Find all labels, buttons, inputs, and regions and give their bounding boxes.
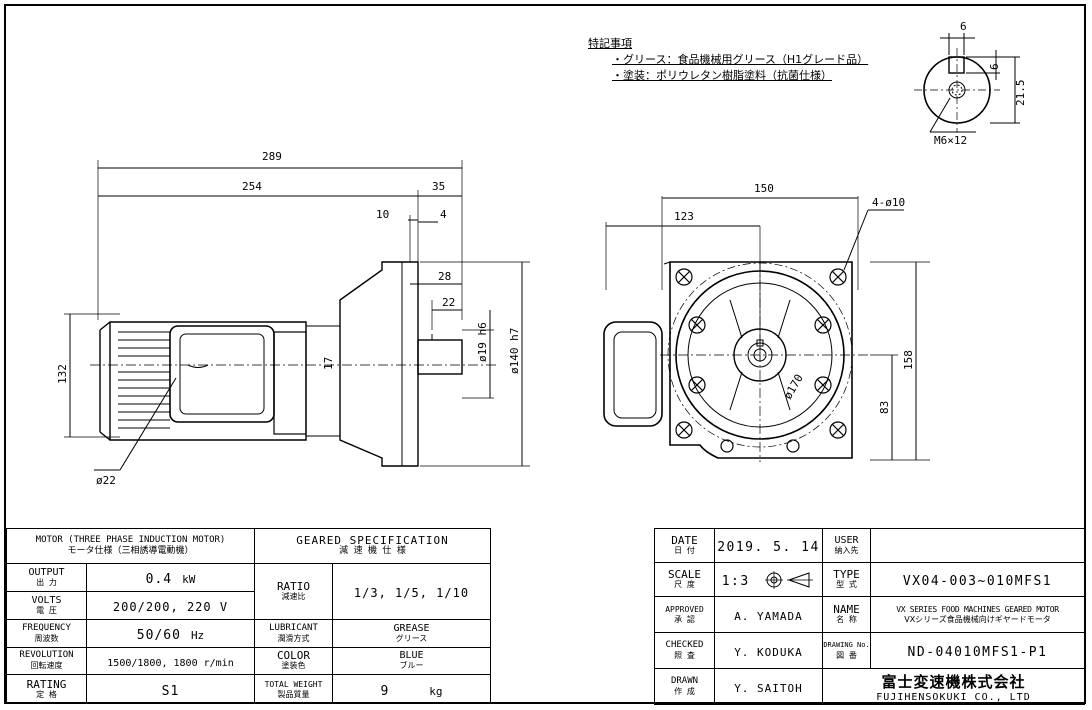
drawn-value: Y. SAITOH: [714, 668, 823, 705]
date-value: 2019. 5. 14: [714, 528, 823, 563]
front-view: [603, 196, 930, 462]
shaft-detail-view: [914, 33, 1020, 133]
revolution-value: 1500/1800, 1800 r/min: [86, 646, 255, 676]
type-value: VX04-003~010MFS1: [870, 562, 1085, 597]
checked-value: Y. KODUKA: [714, 632, 823, 669]
drawing-border: [4, 4, 1086, 704]
geared-header: GEARED SPECIFICATION 減 速 機 仕 様: [253, 527, 492, 565]
rating-value: S1: [86, 674, 255, 704]
dim-front-center: 83: [878, 401, 891, 414]
projection-symbol-icon: [765, 571, 814, 590]
user-value: [870, 528, 1085, 563]
scale-value: 1:3: [714, 562, 823, 597]
dim-key-length2: 22: [442, 296, 455, 309]
note-coating: ・塗装：ポリウレタン樹脂塗料（抗菌仕様）: [612, 69, 832, 82]
approved-value: A. YAMADA: [714, 596, 823, 633]
dim-shaft-length: 35: [432, 180, 445, 193]
dim-front-half: 123: [674, 210, 694, 223]
motor-header: MOTOR (THREE PHASE INDUCTION MOTOR) モータ仕…: [6, 527, 255, 565]
drawing-no-label: DRAWING No.図 番: [822, 632, 871, 669]
dim-shaft-height: 21.5: [1014, 80, 1027, 107]
special-notes: 特記事項 ・グリース：食品機械用グリース（H1グレード品） ・塗装：ポリウレタン…: [588, 36, 868, 84]
motor-spec-table: MOTOR (THREE PHASE INDUCTION MOTOR) モータ仕…: [6, 527, 492, 704]
drawing-no-value: ND-04010MFS1-P1: [870, 632, 1085, 669]
dim-holes: 4-ø10: [872, 196, 905, 209]
ratio-value: 1/3, 1/5, 1/10: [331, 563, 492, 620]
dim-pilot-dia: ø140 h7: [508, 328, 521, 374]
dim-motor-height: 132: [56, 364, 69, 384]
dim-flange: 10: [376, 208, 389, 221]
dim-tap: M6×12: [934, 134, 967, 147]
note-grease: ・グリース：食品機械用グリース（H1グレード品）: [612, 53, 869, 66]
notes-heading: 特記事項: [588, 37, 632, 50]
dim-shaft-dia: ø19 h6: [476, 322, 489, 362]
dim-pcd: ø170: [781, 372, 806, 401]
dim-front-height: 158: [902, 350, 915, 370]
dim-front-width: 150: [754, 182, 774, 195]
dim-spigot: 4: [440, 208, 447, 221]
dim-center: 17: [322, 357, 335, 370]
dim-key-length: 28: [438, 270, 451, 283]
dim-key-depth: 6: [988, 63, 1001, 70]
dim-body-length: 254: [242, 180, 262, 193]
dim-lead-dia: ø22: [96, 474, 116, 487]
side-view: [64, 160, 530, 471]
volts-value: 200/200, 220 V: [86, 591, 255, 620]
dim-overall-length: 289: [262, 150, 282, 163]
dim-key-width: 6: [960, 20, 967, 33]
